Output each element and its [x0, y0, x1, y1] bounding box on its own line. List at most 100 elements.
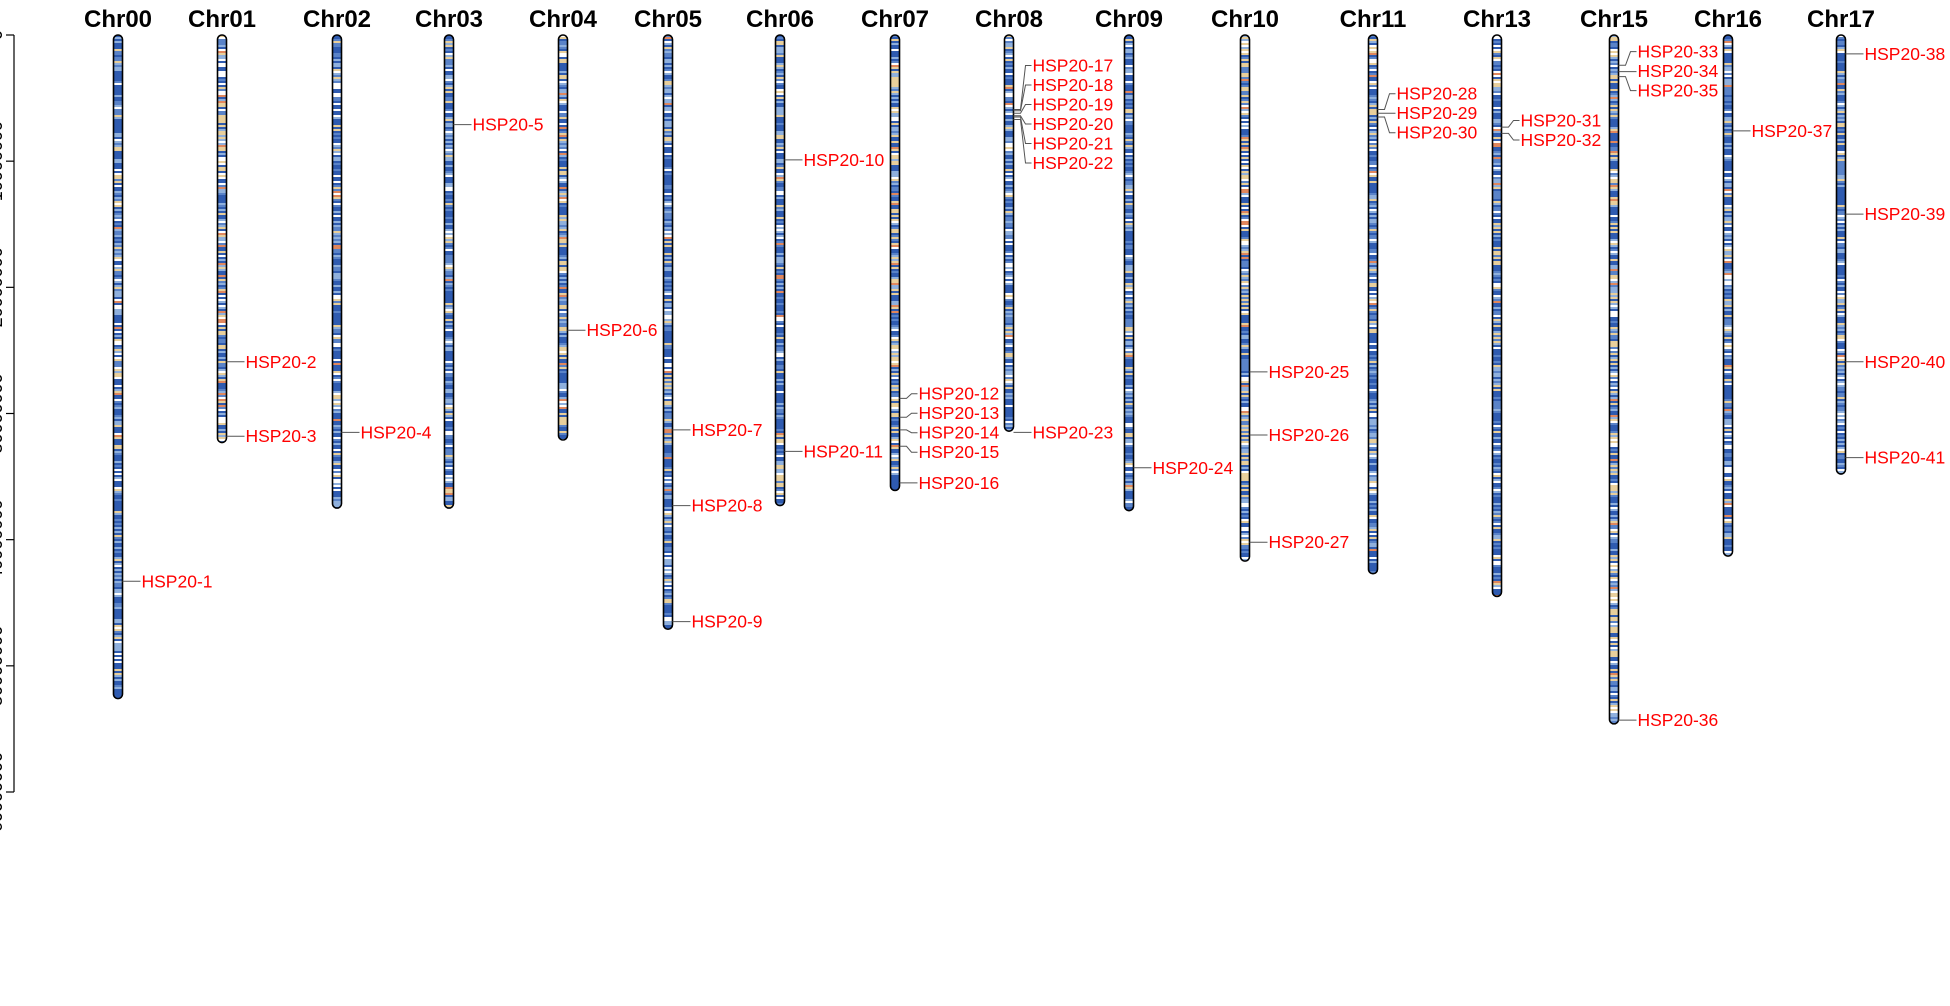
density-band — [332, 135, 342, 137]
density-band — [663, 237, 673, 239]
density-band — [1004, 135, 1014, 137]
chromosome-name: Chr03 — [415, 6, 483, 33]
density-band — [1240, 141, 1250, 143]
density-band — [332, 425, 342, 427]
density-band — [1124, 225, 1134, 227]
density-band — [113, 41, 123, 43]
density-band — [1609, 145, 1619, 147]
density-band — [1609, 437, 1619, 439]
density-band — [1609, 325, 1619, 327]
density-band — [332, 299, 342, 301]
density-band — [1368, 493, 1378, 495]
density-band — [1836, 397, 1846, 399]
density-band — [1368, 57, 1378, 59]
density-band — [663, 355, 673, 357]
density-band — [444, 381, 454, 383]
density-band — [217, 175, 227, 177]
density-band — [663, 565, 673, 567]
density-band — [1609, 475, 1619, 477]
density-band — [113, 449, 123, 451]
density-band — [1368, 51, 1378, 53]
density-band — [1836, 239, 1846, 241]
density-band — [1124, 69, 1134, 71]
density-band — [113, 43, 123, 45]
density-band — [1368, 471, 1378, 473]
density-band — [1368, 179, 1378, 181]
density-band — [113, 35, 123, 37]
density-band — [1240, 435, 1250, 437]
density-band — [890, 157, 900, 159]
density-band — [113, 389, 123, 391]
density-band — [1004, 199, 1014, 201]
density-band — [1492, 47, 1502, 49]
density-band — [1836, 201, 1846, 203]
density-band — [663, 383, 673, 385]
density-band — [1609, 69, 1619, 71]
density-band — [1492, 525, 1502, 527]
density-band — [1368, 337, 1378, 339]
density-band — [1368, 173, 1378, 175]
density-band — [1004, 105, 1014, 107]
density-band — [890, 203, 900, 205]
density-band — [444, 149, 454, 151]
density-band — [890, 487, 900, 489]
density-band — [113, 219, 123, 221]
density-band — [217, 423, 227, 425]
density-band — [775, 467, 785, 469]
density-band — [1124, 239, 1134, 241]
density-band — [217, 327, 227, 329]
density-band — [113, 165, 123, 167]
density-band — [663, 41, 673, 43]
density-band — [444, 347, 454, 349]
density-band — [1004, 215, 1014, 217]
density-band — [775, 173, 785, 175]
density-band — [1723, 453, 1733, 455]
density-band — [113, 253, 123, 255]
density-band — [332, 207, 342, 209]
density-band — [113, 225, 123, 227]
density-band — [1723, 47, 1733, 49]
density-band — [1004, 373, 1014, 375]
density-band — [663, 91, 673, 93]
density-band — [1492, 211, 1502, 213]
density-band — [663, 47, 673, 49]
density-band — [1836, 395, 1846, 397]
density-band — [1004, 99, 1014, 101]
density-band — [1492, 61, 1502, 63]
density-band — [1004, 237, 1014, 239]
density-band — [1609, 603, 1619, 605]
density-band — [1124, 247, 1134, 249]
density-band — [890, 101, 900, 103]
density-band — [890, 283, 900, 285]
density-band — [1124, 163, 1134, 165]
density-band — [113, 49, 123, 51]
density-band — [1609, 283, 1619, 285]
density-band — [1240, 227, 1250, 229]
density-band — [332, 327, 342, 329]
density-band — [1609, 113, 1619, 115]
density-band — [1836, 327, 1846, 329]
density-band — [113, 369, 123, 371]
density-band — [663, 407, 673, 409]
gene-label: HSP20-5 — [473, 115, 544, 135]
density-band — [1836, 39, 1846, 41]
density-band — [113, 71, 123, 73]
density-band — [1004, 363, 1014, 365]
gene-label: HSP20-28 — [1397, 84, 1478, 104]
density-band — [217, 213, 227, 215]
density-band — [663, 509, 673, 511]
density-band — [890, 479, 900, 481]
density-band — [113, 171, 123, 173]
density-band — [113, 673, 123, 675]
density-band — [775, 123, 785, 125]
density-band — [1836, 393, 1846, 395]
density-band — [444, 69, 454, 71]
density-band — [1836, 359, 1846, 361]
density-band — [1240, 283, 1250, 285]
density-band — [332, 153, 342, 155]
density-band — [890, 443, 900, 445]
density-band — [1609, 419, 1619, 421]
density-band — [1492, 469, 1502, 471]
